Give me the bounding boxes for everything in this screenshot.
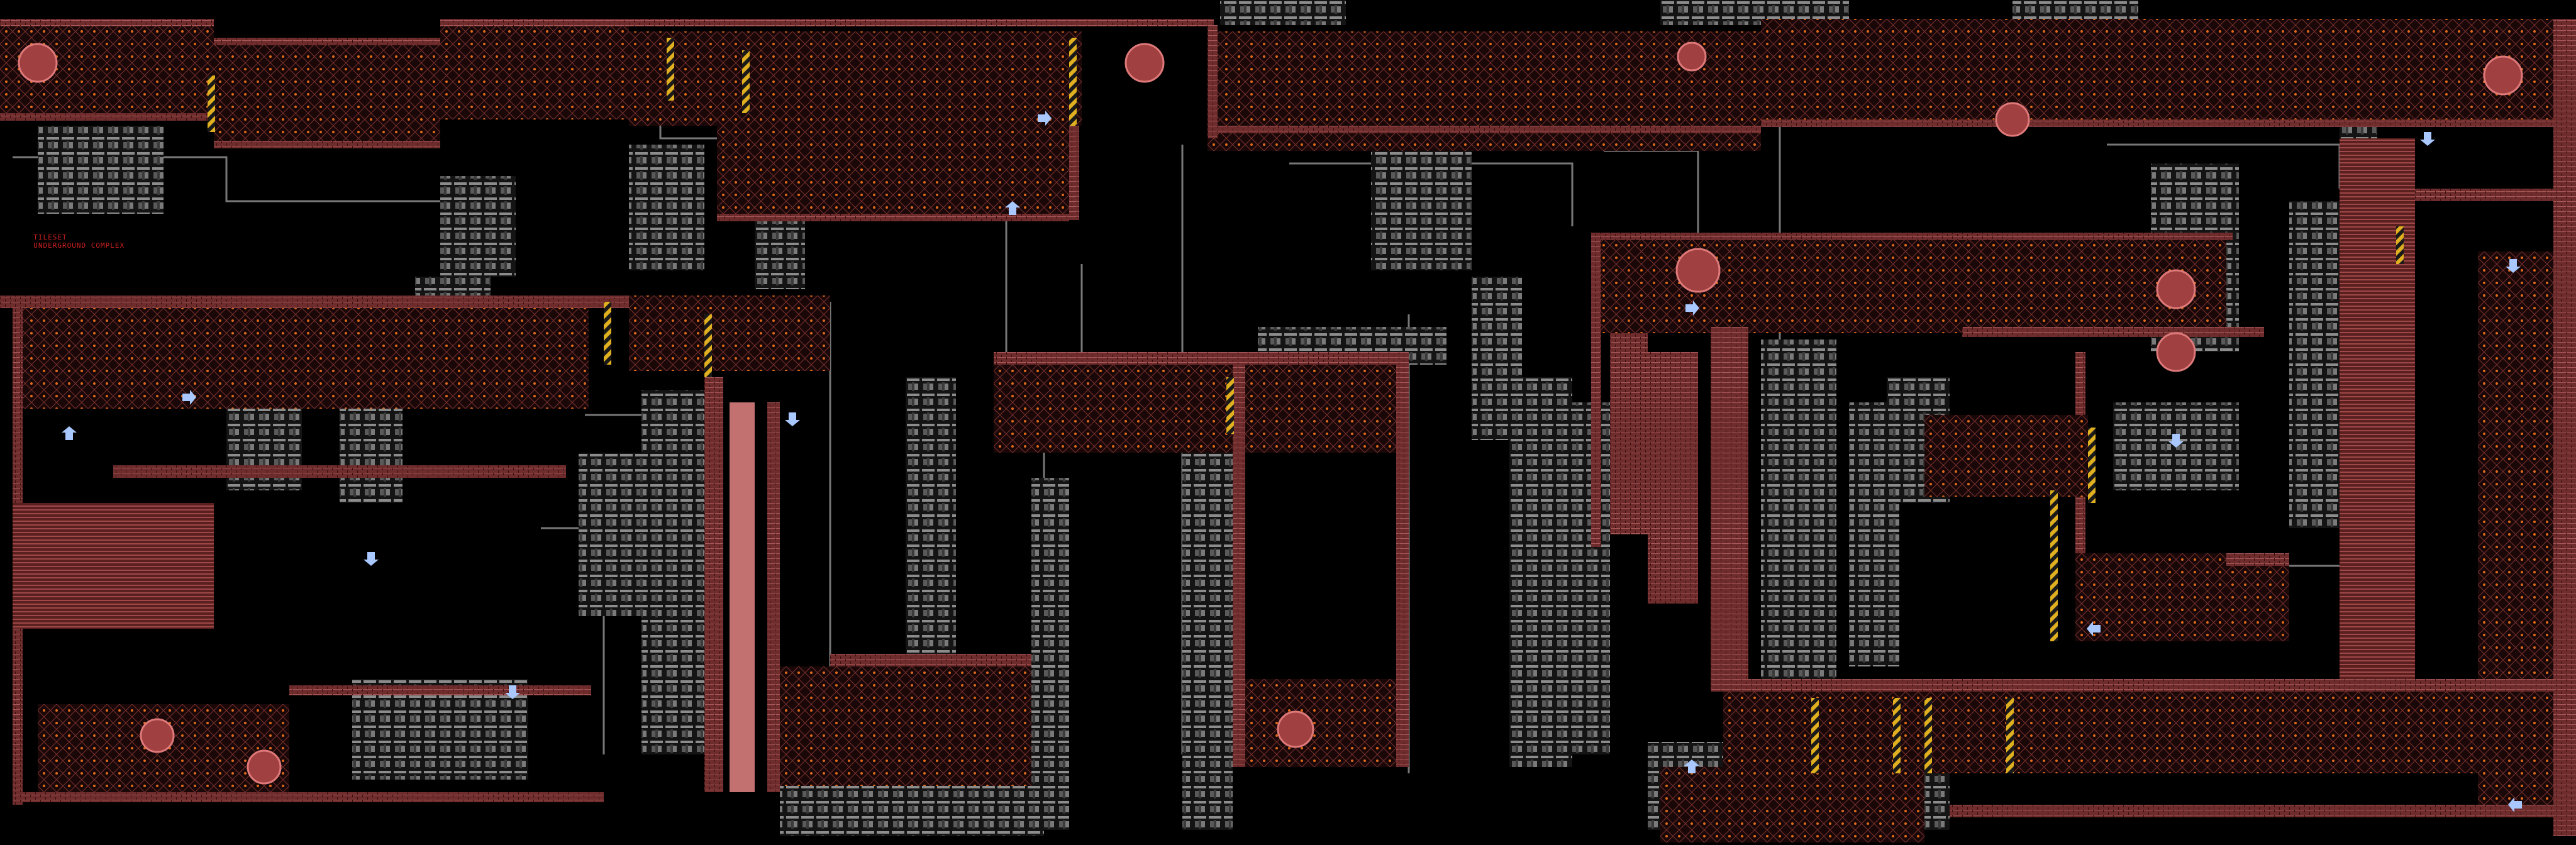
arrow-right-icon — [182, 390, 196, 405]
arrow-up-icon — [1005, 201, 1020, 215]
reactor-orbs — [18, 41, 2523, 785]
arrow-up-icon — [1684, 759, 1699, 773]
arrow-right-icon — [1038, 111, 1052, 126]
map-legend: TILESET UNDERGROUND COMPLEX — [24, 225, 135, 250]
arrow-right-icon — [1685, 301, 1699, 316]
map-title-left: TILESET — [33, 233, 67, 241]
machinery-blocks — [38, 0, 2377, 836]
arrow-down-icon — [2506, 259, 2521, 273]
map-title-right: UNDERGROUND COMPLEX — [33, 241, 125, 250]
arrow-left-icon — [2087, 621, 2101, 636]
arrow-down-icon — [2168, 434, 2184, 448]
arrow-markers — [62, 111, 2522, 812]
brick-structure — [0, 19, 2576, 842]
arrow-down-icon — [364, 552, 379, 566]
arrow-down-icon — [785, 412, 800, 426]
arrow-down-icon — [2420, 132, 2435, 146]
arrow-down-icon — [505, 685, 520, 699]
hazard-stripes — [208, 38, 2404, 773]
arrow-left-icon — [2508, 797, 2522, 812]
arrow-up-icon — [62, 426, 77, 440]
